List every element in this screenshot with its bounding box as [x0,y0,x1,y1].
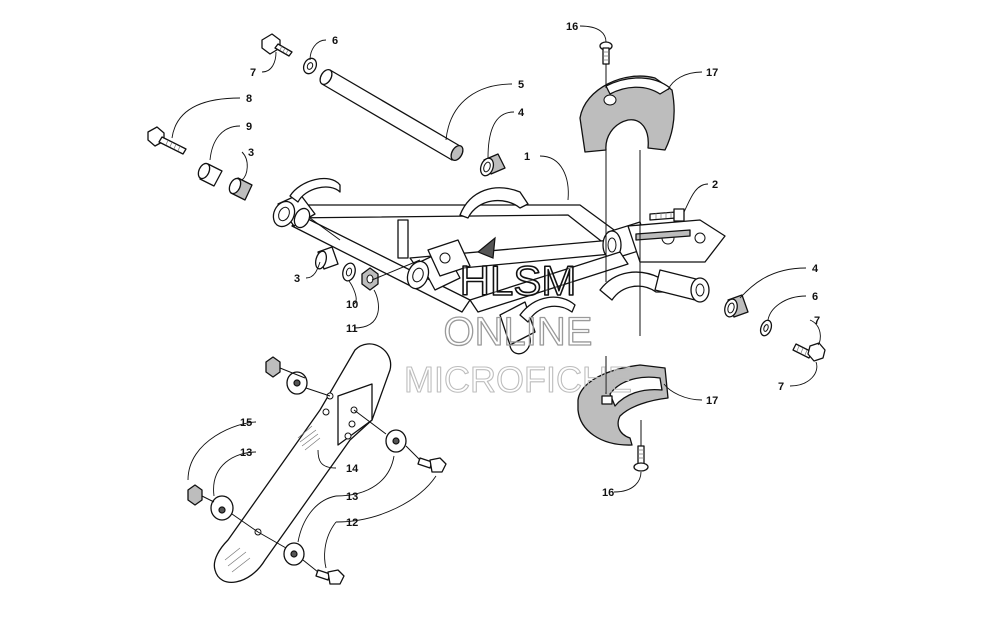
washer-left-lower [342,262,356,282]
callout-16-top: 16 [566,21,578,33]
leader-lines [171,25,821,569]
callout-9: 9 [246,121,252,133]
watermark-line-1: HLSM [460,257,577,304]
callout-11: 11 [346,323,358,335]
bolt-mid-12 [417,457,447,473]
callout-8: 8 [246,93,252,105]
screw-top [599,41,613,65]
callout-1: 1 [524,151,530,163]
bushing-left-upper [228,177,253,201]
callout-2: 2 [712,179,718,191]
callout-4-top: 4 [518,107,525,119]
watermark-line-2: ONLINE [444,310,593,354]
nut-upper-15 [265,356,281,378]
watermark-line-3: MICROFICHE [404,359,632,400]
washer-bottom-13 [283,542,305,566]
callout-17-bottom: 17 [706,395,718,407]
callout-labels: 1 2 3 3 4 4 5 6 6 7 7 7 8 9 10 11 12 13 … [240,21,820,529]
bolt-left [147,126,187,155]
callout-6-top: 6 [332,35,338,47]
washer-mid-13 [385,429,407,453]
assembly-axis-lines [605,64,642,446]
screw-bottom [633,445,649,472]
link-arm [213,343,392,583]
washer-top-left [302,57,318,75]
bolt-bottom-12 [315,569,345,585]
callout-7-right-lower: 7 [778,381,784,393]
washer-lower-13 [210,495,234,521]
callout-13-upper: 13 [240,447,252,459]
watermark: HLSM ONLINE MICROFICHE [403,256,632,400]
callout-13-lower: 13 [346,491,358,503]
link-axis-lines [201,217,421,573]
washer-upper-13 [286,371,308,395]
swing-arm-frame [272,177,726,355]
callout-17-top: 17 [706,67,718,79]
bolt-top-left [261,33,293,57]
callout-7-right-upper: 7 [814,315,820,327]
callout-3-lower: 3 [294,273,300,285]
bushing-left-lower [314,246,339,270]
callout-14: 14 [346,463,359,475]
washer-right [759,319,773,337]
callout-4-right: 4 [812,263,819,275]
spacer-left [197,162,223,187]
bolt-right-small [649,208,685,222]
callout-10: 10 [346,299,358,311]
callout-5: 5 [518,79,524,91]
bushing-right [724,294,749,318]
bushing-top [479,153,506,177]
axle-shaft [319,68,464,162]
nut-lower-15 [187,484,203,506]
callout-7-top: 7 [250,67,256,79]
callout-15: 15 [240,417,252,429]
cover-lower [577,364,669,446]
callout-3-upper: 3 [248,147,254,159]
callout-12: 12 [346,517,358,529]
cover-upper [579,75,675,153]
callout-16-bottom: 16 [602,487,614,499]
callout-6-right: 6 [812,291,818,303]
bolt-right [792,342,826,362]
nut-left-lower [361,267,379,291]
